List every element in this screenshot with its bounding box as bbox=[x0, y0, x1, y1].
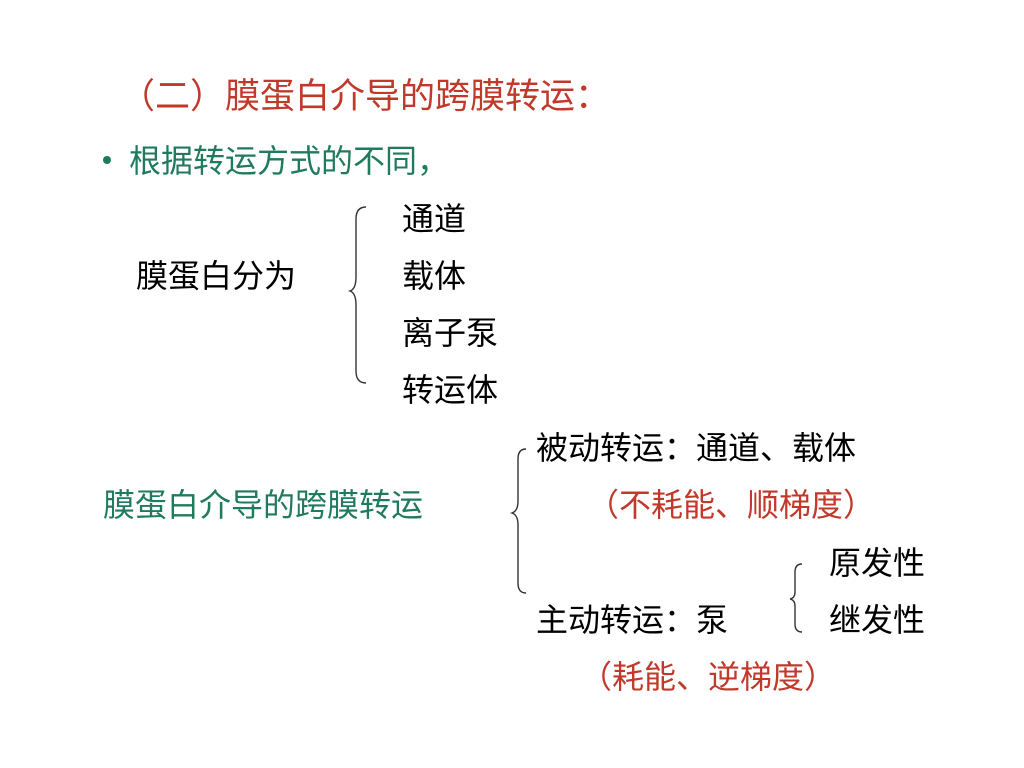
transport-label: 膜蛋白介导的跨膜转运 bbox=[103, 486, 424, 524]
bullet-item: 根据转运方式的不同， bbox=[103, 145, 449, 177]
transport-brace-icon bbox=[509, 448, 527, 594]
protein-type-item: 载体 bbox=[402, 257, 467, 295]
protein-type-item: 通道 bbox=[402, 200, 467, 238]
title-text: 膜蛋白介导的跨膜转运： bbox=[225, 77, 611, 117]
passive-transport-note: （不耗能、顺梯度） bbox=[587, 486, 876, 524]
protein-types-brace-icon bbox=[347, 206, 367, 384]
bullet-text: 根据转运方式的不同， bbox=[129, 142, 450, 180]
active-types-brace-icon bbox=[789, 563, 803, 633]
active-transport-type: 原发性 bbox=[829, 544, 926, 582]
active-transport-type: 继发性 bbox=[829, 601, 926, 639]
passive-transport: 被动转运：通道、载体 bbox=[536, 429, 857, 467]
protein-type-item: 转运体 bbox=[402, 371, 499, 409]
protein-types-label: 膜蛋白分为 bbox=[136, 257, 297, 295]
active-transport: 主动转运：泵 bbox=[536, 601, 729, 639]
bullet-dot-icon bbox=[103, 155, 111, 164]
title-number: （二） bbox=[120, 77, 226, 117]
protein-type-item: 离子泵 bbox=[402, 314, 499, 352]
active-transport-note: （耗能、逆梯度） bbox=[580, 658, 837, 696]
slide-title: （二）膜蛋白介导的跨膜转运： bbox=[120, 80, 610, 115]
